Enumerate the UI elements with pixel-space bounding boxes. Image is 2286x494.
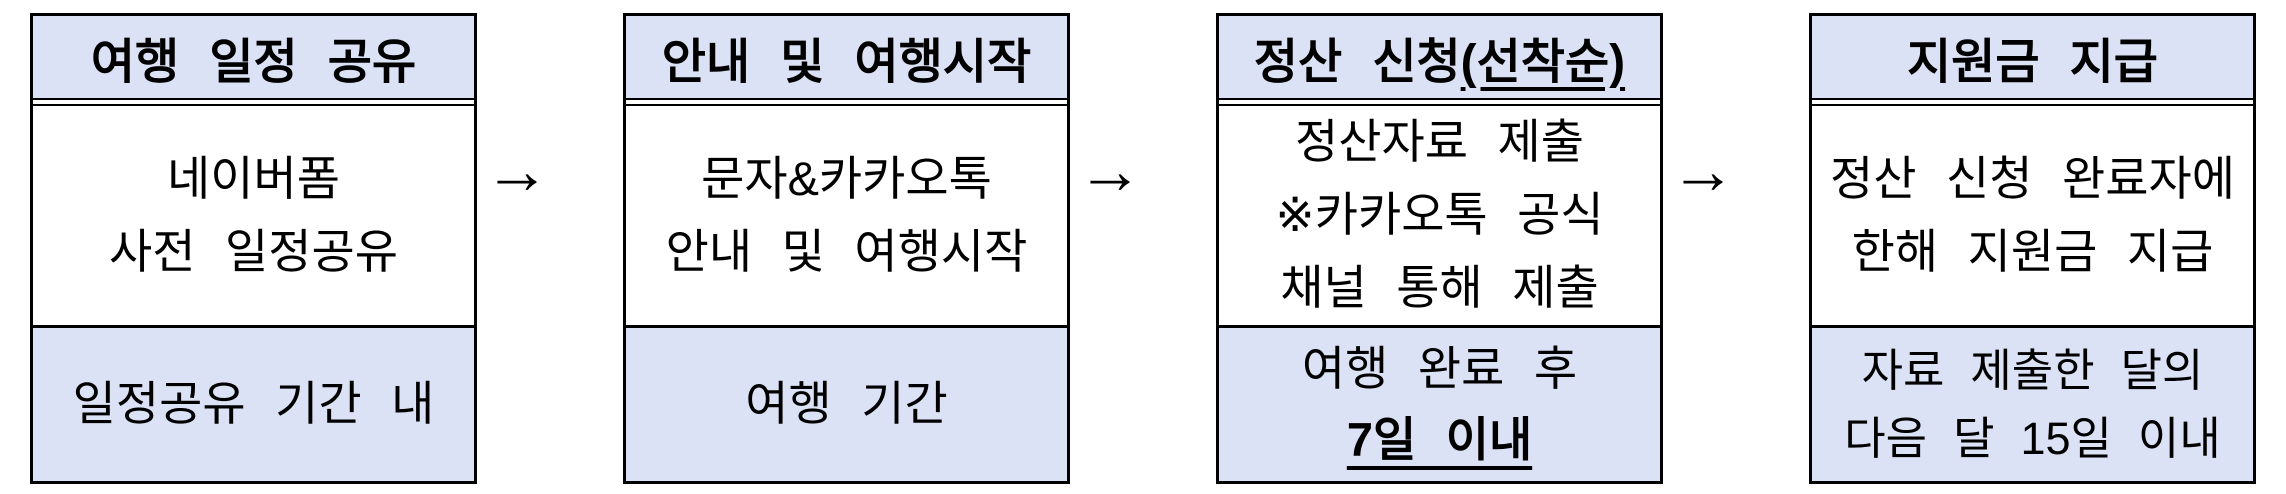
step-3-footer-line: 여행 완료 후 bbox=[1301, 342, 1578, 395]
step-2-body-line: 문자&카카오톡 bbox=[701, 151, 992, 205]
double-line-divider bbox=[1219, 100, 1660, 106]
step-2-body-line: 안내 및 여행시작 bbox=[665, 224, 1028, 278]
step-1-body-line: 사전 일정공유 bbox=[109, 224, 398, 278]
step-4-body-line: 한해 지원금 지급 bbox=[1851, 224, 2214, 278]
step-column-1: 여행 일정 공유 네이버폼 사전 일정공유 일정공유 기간 내 bbox=[30, 13, 477, 484]
step-column-2: 안내 및 여행시작 문자&카카오톡 안내 및 여행시작 여행 기간 bbox=[623, 13, 1070, 484]
double-line-divider bbox=[1812, 100, 2253, 106]
step-1-body-panel: 네이버폼 사전 일정공유 bbox=[33, 106, 474, 328]
step-1-footer-line: 일정공유 기간 내 bbox=[72, 377, 435, 431]
step-3-title-underlined-suffix: (선착순) bbox=[1460, 36, 1626, 89]
step-3-body-panel: 정산자료 제출 ※카카오톡 공식 채널 통해 제출 bbox=[1219, 106, 1660, 328]
step-3-title: 정산 신청 bbox=[1253, 36, 1461, 89]
right-arrow-icon: → bbox=[1077, 133, 1143, 207]
step-3-body-line: 채널 통해 제출 bbox=[1280, 260, 1599, 314]
step-column-3: 정산 신청(선착순) 정산자료 제출 ※카카오톡 공식 채널 통해 제출 여행 … bbox=[1216, 13, 1663, 484]
step-3-footer-band: 여행 완료 후 7일 이내 bbox=[1219, 328, 1660, 481]
step-2-footer-line: 여행 기간 bbox=[745, 377, 948, 431]
right-arrow-icon: → bbox=[484, 133, 550, 207]
step-3-body-line: 정산자료 제출 bbox=[1295, 115, 1584, 169]
right-arrow-icon: → bbox=[1670, 133, 1736, 207]
step-3-header-band: 정산 신청(선착순) bbox=[1219, 16, 1660, 100]
step-2-title: 안내 및 여행시작 bbox=[661, 36, 1032, 89]
step-4-footer-band: 자료 제출한 달의 다음 달 15일 이내 bbox=[1812, 328, 2253, 481]
step-4-title: 지원금 지급 bbox=[1907, 36, 2158, 89]
step-1-title: 여행 일정 공유 bbox=[90, 36, 417, 89]
step-4-header-band: 지원금 지급 bbox=[1812, 16, 2253, 100]
double-line-divider bbox=[33, 100, 474, 106]
step-2-footer-band: 여행 기간 bbox=[626, 328, 1067, 481]
step-1-body-line: 네이버폼 bbox=[167, 151, 340, 205]
step-4-body-line: 정산 신청 완료자에 bbox=[1830, 151, 2235, 205]
step-2-body-panel: 문자&카카오톡 안내 및 여행시작 bbox=[626, 106, 1067, 328]
step-4-footer-line: 자료 제출한 달의 bbox=[1861, 345, 2204, 396]
double-line-divider bbox=[626, 100, 1067, 106]
step-4-footer-line: 다음 달 15일 이내 bbox=[1844, 412, 2221, 464]
step-3-body-line: ※카카오톡 공식 bbox=[1275, 188, 1604, 242]
step-3-footer-emphasis: 7일 이내 bbox=[1346, 412, 1533, 466]
step-4-body-panel: 정산 신청 완료자에 한해 지원금 지급 bbox=[1812, 106, 2253, 328]
step-column-4: 지원금 지급 정산 신청 완료자에 한해 지원금 지급 자료 제출한 달의 다음… bbox=[1809, 13, 2256, 484]
step-1-footer-band: 일정공유 기간 내 bbox=[33, 328, 474, 481]
step-1-header-band: 여행 일정 공유 bbox=[33, 16, 474, 100]
step-2-header-band: 안내 및 여행시작 bbox=[626, 16, 1067, 100]
